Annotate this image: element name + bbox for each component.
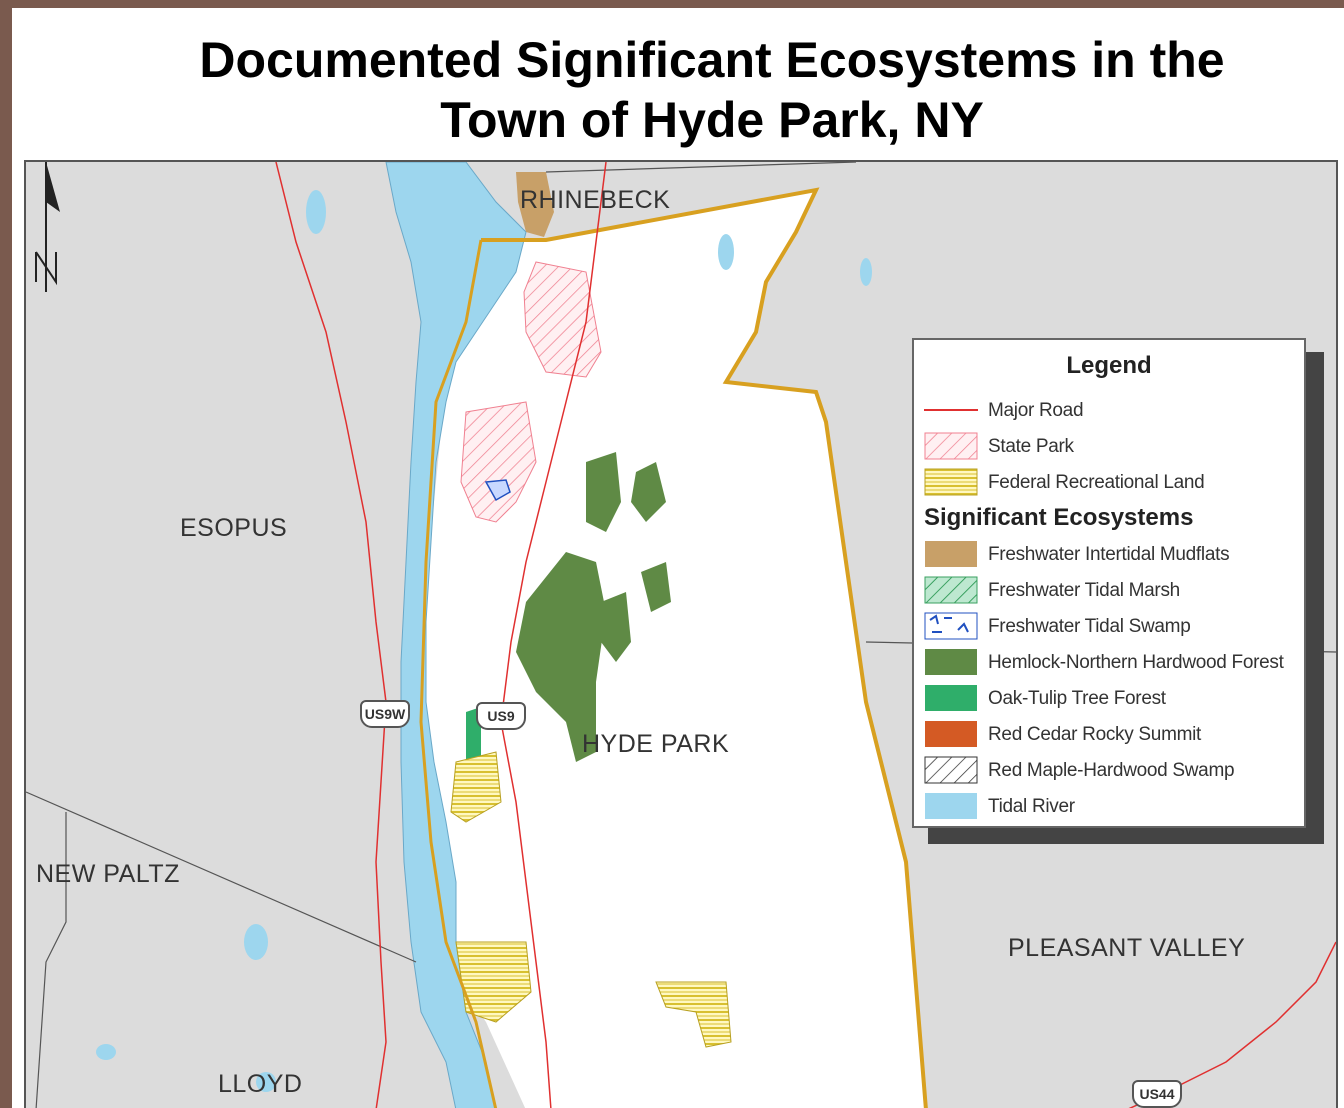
legend-item-tidal-swamp: Freshwater Tidal Swamp — [924, 612, 1304, 642]
legend-item-red-maple: Red Maple-Hardwood Swamp — [924, 756, 1304, 786]
legend-label: Red Cedar Rocky Summit — [988, 724, 1202, 745]
federal-land-swatch — [924, 468, 978, 496]
legend-title: Legend — [1066, 352, 1152, 379]
place-pleasant-valley: PLEASANT VALLEY — [1008, 934, 1246, 962]
red-maple-swatch — [924, 756, 978, 784]
legend-box: Legend Major Road State Park Federal Rec… — [912, 338, 1306, 828]
tidal-swamp — [484, 479, 511, 502]
legend-item-oak-tulip: Oak-Tulip Tree Forest — [924, 684, 1304, 714]
map-title: Documented Significant Ecosystems in the… — [12, 30, 1344, 150]
state-park-south — [460, 401, 537, 523]
north-arrow-icon — [35, 162, 60, 292]
town-boundary-river — [419, 239, 498, 1108]
map-title-line2: Town of Hyde Park, NY — [440, 92, 984, 148]
lake-2 — [718, 234, 734, 270]
town-boundary — [481, 187, 928, 1108]
legend-label: Hemlock-Northern Hardwood Forest — [988, 652, 1284, 673]
town-line-rhinebeck — [545, 162, 857, 173]
shield-us9: US9 — [476, 702, 526, 730]
major-road-swatch — [924, 409, 978, 411]
tidal-marsh-swatch — [924, 576, 978, 604]
legend-item-tidal-marsh: Freshwater Tidal Marsh — [924, 576, 1304, 606]
town-line-new-paltz — [35, 812, 67, 1108]
legend-label: Freshwater Tidal Marsh — [988, 580, 1180, 601]
lake-6 — [256, 1072, 276, 1092]
hemlock-forest-swatch — [925, 649, 977, 675]
lake-4 — [244, 924, 268, 960]
legend-label: Red Maple-Hardwood Swamp — [988, 760, 1235, 781]
legend-item-major-road: Major Road — [924, 396, 1304, 426]
legend-subtitle: Significant Ecosystems — [924, 504, 1194, 531]
place-new-paltz: NEW PALTZ — [36, 860, 180, 888]
tidal-swamp-swatch — [924, 612, 978, 640]
legend-label: State Park — [988, 436, 1074, 457]
lake-1 — [306, 190, 326, 234]
hemlock-forest-5 — [641, 562, 671, 612]
federal-land-1 — [450, 751, 502, 823]
lake-3 — [860, 258, 872, 286]
shield-us44: US44 — [1132, 1080, 1182, 1108]
map-graphics — [26, 162, 1336, 1108]
place-rhinebeck: RHINEBECK — [520, 186, 671, 214]
state-park-swatch — [924, 432, 978, 460]
legend-item-tidal-river: Tidal River — [924, 792, 1304, 822]
mudflats-swatch — [925, 541, 977, 567]
hemlock-forest-3 — [516, 552, 606, 762]
legend-label: Major Road — [988, 400, 1084, 421]
legend-label: Freshwater Intertidal Mudflats — [988, 544, 1230, 565]
federal-land-2 — [455, 941, 532, 1023]
town-line-esopus-newpaltz — [26, 791, 417, 963]
federal-land-3 — [655, 981, 732, 1048]
map-canvas: RHINEBECK ESOPUS HYDE PARK NEW PALTZ PLE… — [24, 160, 1338, 1108]
hemlock-forest-2 — [631, 462, 666, 522]
hemlock-forest-1 — [586, 452, 621, 532]
mudflat-area — [516, 172, 554, 237]
map-frame: Documented Significant Ecosystems in the… — [12, 8, 1344, 1108]
legend-label: Freshwater Tidal Swamp — [988, 616, 1191, 637]
legend-item-hemlock-forest: Hemlock-Northern Hardwood Forest — [924, 648, 1304, 678]
tidal-river-swatch — [925, 793, 977, 819]
oak-tulip-swatch — [925, 685, 977, 711]
legend-item-mudflats: Freshwater Intertidal Mudflats — [924, 540, 1304, 570]
place-hyde-park: HYDE PARK — [582, 730, 730, 758]
road-us9 — [500, 162, 607, 1108]
legend-item-red-cedar: Red Cedar Rocky Summit — [924, 720, 1304, 750]
legend-item-state-park: State Park — [924, 432, 1304, 462]
state-park-north — [523, 261, 602, 378]
legend-label: Federal Recreational Land — [988, 472, 1205, 493]
hyde-park-town-area — [416, 190, 926, 1108]
shield-us9w: US9W — [360, 700, 410, 728]
legend-label: Oak-Tulip Tree Forest — [988, 688, 1166, 709]
legend-label: Tidal River — [988, 796, 1075, 817]
place-lloyd: LLOYD — [218, 1070, 303, 1098]
map-title-line1: Documented Significant Ecosystems in the — [199, 32, 1225, 88]
hemlock-forest-4 — [601, 592, 631, 662]
lake-5 — [96, 1044, 116, 1060]
legend-item-federal-land: Federal Recreational Land — [924, 468, 1304, 498]
road-us9w — [275, 162, 387, 1108]
place-esopus: ESOPUS — [180, 514, 288, 542]
red-cedar-swatch — [925, 721, 977, 747]
